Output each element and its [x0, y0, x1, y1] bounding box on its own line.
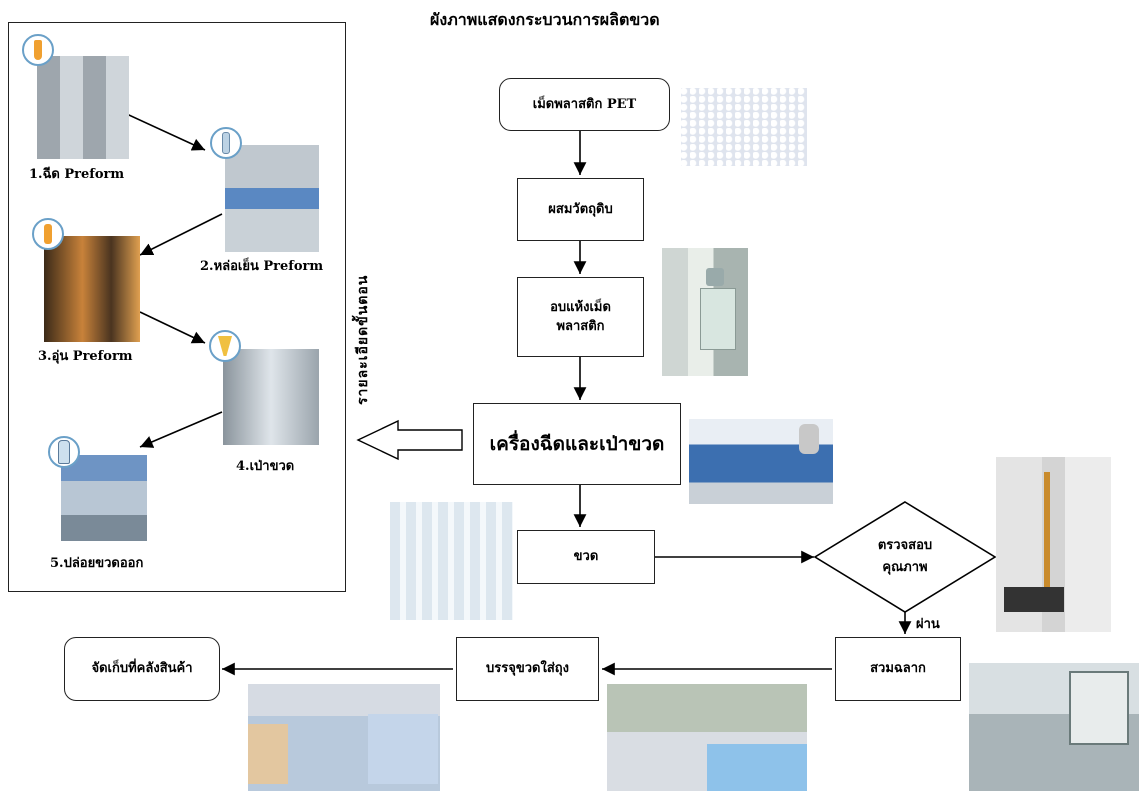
heating-preform-icon	[32, 218, 64, 250]
step1-label: 1.ฉีด Preform	[29, 167, 125, 182]
arrow-step2-step3	[139, 213, 223, 256]
hollow-arrow-to-detail	[356, 419, 463, 461]
step4-photo	[223, 349, 319, 445]
arrow-step3-step4	[139, 311, 206, 344]
packing-photo	[607, 684, 807, 791]
step5-label: 5.ปล่อยขวดออก	[50, 556, 144, 571]
step3-label: 3.อุ่น Preform	[38, 349, 133, 364]
pack-box: บรรจุขวดใส่ถุง	[456, 637, 599, 701]
dry-box: อบแห้งเม็ด พลาสติก	[517, 277, 644, 357]
store-box: จัดเก็บที่คลังสินค้า	[64, 637, 220, 701]
arrow-step4-step5	[139, 411, 223, 448]
warehouse-photo	[248, 684, 440, 791]
machine-box: เครื่องฉีดและเป่าขวด	[473, 403, 681, 485]
bottle-box: ขวด	[517, 530, 655, 584]
label-step-label: สวมฉลาก	[870, 661, 926, 677]
mix-box: ผสมวัตถุดิบ	[517, 178, 644, 241]
inspect-diamond	[813, 501, 997, 613]
pack-label: บรรจุขวดใส่ถุง	[486, 661, 569, 677]
process-detail-box	[8, 22, 346, 592]
machine-label: เครื่องฉีดและเป่าขวด	[489, 432, 665, 455]
bottle-label: ขวด	[573, 549, 599, 565]
step2-photo	[225, 145, 319, 252]
step4-label: 4.เป่าขวด	[236, 459, 295, 474]
bottle-icon	[48, 436, 80, 468]
step2-label: 2.หล่อเย็น Preform	[200, 259, 324, 274]
dryer-photo	[662, 248, 748, 376]
bottles-photo	[390, 502, 513, 620]
cooling-preform-icon	[210, 127, 242, 159]
pet-box: เม็ดพลาสติก PET	[499, 78, 670, 131]
labeling-machine-photo	[969, 663, 1139, 791]
page-title: ผังภาพแสดงกระบวนการผลิตขวด	[430, 10, 660, 29]
store-label: จัดเก็บที่คลังสินค้า	[91, 661, 193, 677]
arrow-step1-step2	[117, 109, 206, 151]
dry-label: อบแห้งเม็ด พลาสติก	[550, 299, 611, 335]
pass-label: ผ่าน	[916, 617, 940, 632]
tester-photo	[996, 457, 1111, 632]
label-box: สวมฉลาก	[835, 637, 961, 701]
pet-pellets-photo	[681, 88, 807, 166]
step5-photo	[61, 455, 147, 541]
injection-machine-photo	[689, 419, 833, 504]
mix-label: ผสมวัตถุดิบ	[548, 201, 613, 217]
inspect-label: ตรวจสอบ คุณภาพ	[877, 537, 933, 575]
pet-label: เม็ดพลาสติก PET	[532, 96, 637, 112]
step3-photo	[44, 236, 140, 342]
preform-icon	[22, 34, 54, 66]
blowing-mold-icon	[209, 330, 241, 362]
detail-vertical-label: รายละเอียดขั้นตอน	[355, 274, 371, 405]
step1-photo	[37, 56, 129, 159]
